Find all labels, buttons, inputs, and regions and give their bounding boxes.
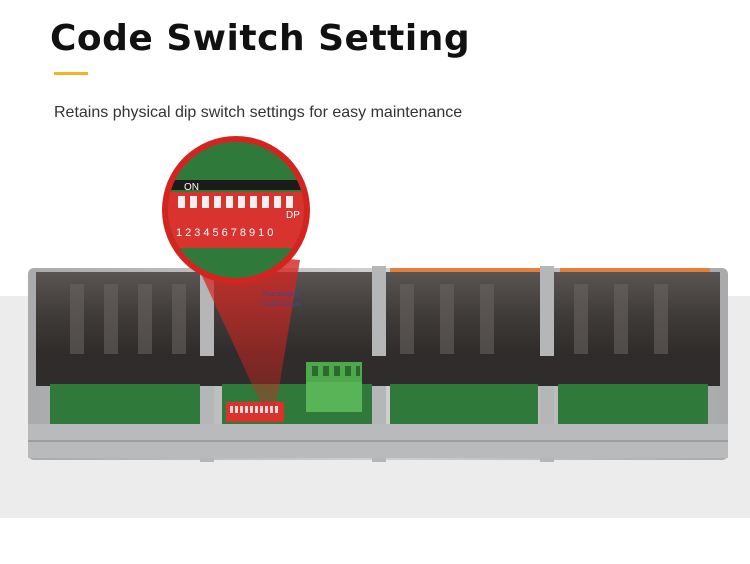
page-subtitle: Retains physical dip switch settings for… (54, 104, 463, 121)
brand-label: Hua qingjun (262, 291, 299, 298)
model-label: RS485 Module (262, 302, 302, 308)
dip-switch (226, 402, 284, 422)
relay-module-housing (28, 266, 728, 462)
dip-dp-label: DP (286, 210, 300, 221)
dip-on-label: ON (184, 182, 199, 193)
terminal-block (306, 362, 362, 412)
title-accent-bar (54, 72, 88, 75)
zoom-beam (190, 250, 300, 406)
page-title: Code Switch Setting (50, 18, 471, 59)
zoom-magnifier: ON DP 12345678910 (162, 136, 310, 284)
dip-numbers: 12345678910 (176, 227, 276, 239)
